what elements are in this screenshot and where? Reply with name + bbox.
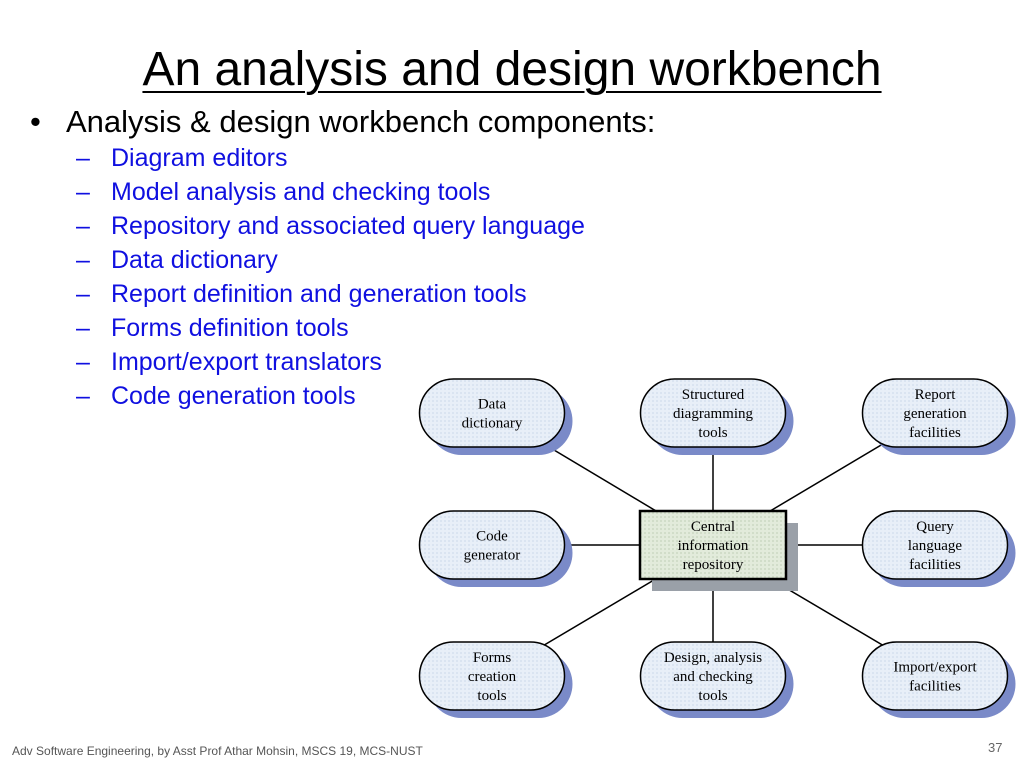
component-list: –Diagram editors –Model analysis and che…	[76, 141, 585, 413]
node-design-analysis-checking-tools: Design, analysis and checking tools	[639, 641, 794, 718]
node-label: creation	[468, 669, 517, 685]
node-label: Report	[915, 387, 957, 403]
node-shape	[861, 641, 1009, 711]
list-item: –Code generation tools	[76, 382, 356, 410]
node-label: dictionary	[462, 416, 523, 432]
nodes-layer: Data dictionary Structured diagramming tools…	[418, 378, 1016, 718]
node-import-export-facilities: Import/export facilities	[861, 641, 1016, 718]
node-forms-creation-tools: Forms creation tools	[418, 641, 573, 718]
node-report-generation-facilities: Report generation facilities	[861, 378, 1016, 455]
node-label: tools	[698, 688, 727, 704]
node-structured-diagramming-tools: Structured diagramming tools	[639, 378, 794, 455]
node-data-dictionary: Data dictionary	[418, 378, 573, 455]
list-item: –Diagram editors	[76, 144, 288, 172]
list-item: –Data dictionary	[76, 246, 278, 274]
list-item: –Forms definition tools	[76, 314, 349, 342]
node-label: Query	[916, 519, 954, 535]
node-label: tools	[698, 425, 727, 441]
node-label: Design, analysis	[664, 650, 762, 666]
node-label: Structured	[682, 387, 745, 403]
node-label: Code	[476, 529, 508, 545]
node-label: generation	[903, 406, 967, 422]
node-label: information	[678, 538, 749, 554]
node-shape	[639, 641, 787, 711]
main-bullet-text: Analysis & design workbench components:	[66, 104, 656, 139]
node-shape	[418, 378, 566, 448]
node-label: language	[908, 538, 962, 554]
node-label: repository	[683, 557, 744, 573]
node-label: diagramming	[673, 406, 753, 422]
footer-text: Adv Software Engineering, by Asst Prof A…	[12, 744, 423, 758]
node-shape	[418, 510, 566, 580]
node-label: generator	[464, 548, 521, 564]
node-label: Forms	[473, 650, 512, 666]
node-label: and checking	[673, 669, 753, 685]
list-item: –Import/export translators	[76, 348, 382, 376]
node-query-language-facilities: Query language facilities	[861, 510, 1016, 587]
slide-title: An analysis and design workbench	[142, 43, 882, 96]
list-item: –Repository and associated query languag…	[76, 212, 585, 240]
list-item: –Model analysis and checking tools	[76, 178, 491, 206]
node-shape	[638, 509, 788, 581]
node-label: Data	[478, 397, 507, 413]
node-label: tools	[477, 688, 506, 704]
page-number: 37	[988, 740, 1003, 755]
node-shape	[861, 510, 1009, 580]
node-shape	[639, 378, 787, 448]
bullet-dot: •	[30, 104, 41, 139]
node-shape	[418, 641, 566, 711]
node-label: facilities	[909, 425, 961, 441]
list-item: –Report definition and generation tools	[76, 280, 527, 308]
main-bullet: • Analysis & design workbench components:	[30, 102, 655, 142]
node-label: facilities	[909, 679, 961, 695]
node-label: Import/export	[893, 660, 977, 676]
node-label: facilities	[909, 557, 961, 573]
node-code-generator: Code generator	[418, 510, 573, 587]
node-central-repository: Central information repository	[638, 509, 798, 591]
node-label: Central	[691, 519, 735, 535]
node-shape	[861, 378, 1009, 448]
